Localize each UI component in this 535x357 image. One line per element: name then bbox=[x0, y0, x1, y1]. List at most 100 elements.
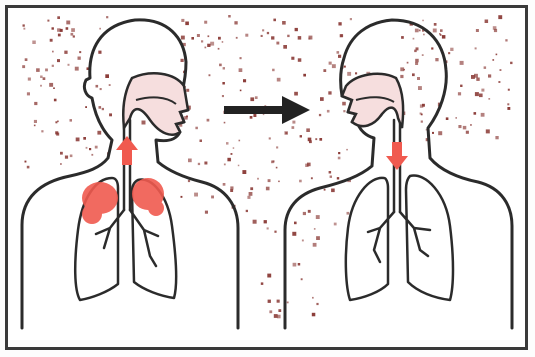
droplet bbox=[207, 44, 210, 47]
droplet bbox=[224, 122, 226, 124]
droplet bbox=[338, 152, 340, 154]
droplet bbox=[261, 282, 264, 285]
droplet bbox=[197, 34, 200, 37]
droplet bbox=[267, 274, 271, 278]
droplet bbox=[36, 68, 40, 72]
droplet bbox=[218, 37, 221, 40]
droplet bbox=[58, 34, 61, 37]
droplet bbox=[34, 102, 37, 105]
droplet bbox=[181, 36, 185, 40]
droplet bbox=[57, 59, 60, 62]
droplet bbox=[400, 67, 404, 71]
droplet bbox=[415, 59, 419, 63]
droplet bbox=[415, 62, 418, 65]
droplet bbox=[76, 138, 80, 142]
right-inhale-arrow bbox=[386, 142, 408, 170]
droplet bbox=[328, 91, 331, 94]
droplet bbox=[434, 23, 437, 26]
droplet bbox=[305, 164, 308, 167]
droplet bbox=[475, 92, 479, 96]
droplet bbox=[316, 215, 320, 219]
droplet bbox=[41, 130, 43, 132]
droplet bbox=[316, 236, 320, 240]
droplet bbox=[223, 183, 226, 186]
droplet bbox=[327, 110, 330, 113]
right-bronchi bbox=[368, 212, 430, 262]
droplet bbox=[313, 243, 317, 247]
droplet bbox=[49, 83, 53, 87]
droplet bbox=[240, 90, 242, 92]
droplet bbox=[293, 263, 297, 267]
droplet bbox=[309, 140, 312, 143]
droplet bbox=[64, 51, 67, 54]
droplet bbox=[343, 110, 345, 112]
droplet bbox=[55, 121, 57, 123]
droplet bbox=[291, 57, 294, 60]
droplet bbox=[422, 54, 424, 56]
droplet bbox=[239, 140, 241, 142]
droplet bbox=[331, 189, 335, 193]
droplet bbox=[109, 113, 112, 116]
droplet bbox=[481, 113, 485, 117]
droplet bbox=[142, 121, 146, 125]
droplet bbox=[492, 59, 494, 61]
droplet bbox=[91, 154, 93, 156]
droplet bbox=[253, 220, 257, 224]
droplet bbox=[89, 148, 91, 150]
droplet bbox=[302, 240, 304, 242]
droplet bbox=[60, 163, 62, 165]
droplet bbox=[249, 192, 253, 196]
droplet bbox=[463, 126, 467, 129]
droplet bbox=[312, 313, 316, 317]
droplet bbox=[338, 22, 341, 25]
droplet bbox=[200, 140, 203, 143]
droplet bbox=[70, 155, 73, 158]
droplet bbox=[340, 34, 343, 37]
droplet bbox=[475, 47, 477, 49]
droplet bbox=[420, 104, 423, 107]
droplet bbox=[346, 149, 348, 151]
droplet bbox=[417, 77, 420, 80]
droplet bbox=[431, 47, 433, 49]
droplet bbox=[245, 34, 248, 37]
droplet bbox=[308, 210, 311, 213]
droplet bbox=[247, 196, 250, 199]
droplet bbox=[274, 231, 276, 233]
droplet bbox=[66, 27, 69, 30]
droplet bbox=[287, 302, 289, 304]
droplet bbox=[311, 177, 313, 179]
droplet bbox=[98, 51, 101, 54]
right-lung-right bbox=[406, 176, 453, 300]
droplet bbox=[238, 165, 240, 167]
left-bronchi bbox=[96, 210, 158, 266]
droplet bbox=[181, 59, 184, 62]
droplet bbox=[401, 36, 404, 39]
droplet bbox=[422, 20, 424, 22]
droplet bbox=[25, 58, 28, 61]
droplet bbox=[211, 196, 214, 199]
droplet bbox=[295, 28, 298, 31]
droplet bbox=[253, 114, 256, 117]
droplet bbox=[484, 66, 487, 69]
droplet bbox=[233, 147, 235, 149]
droplet bbox=[474, 74, 478, 78]
droplet bbox=[438, 131, 442, 135]
droplet bbox=[240, 57, 242, 59]
droplet bbox=[301, 278, 303, 280]
droplet bbox=[186, 116, 188, 118]
droplet bbox=[458, 92, 461, 95]
droplet bbox=[418, 86, 422, 90]
right-person-outline bbox=[285, 20, 512, 328]
droplet bbox=[268, 179, 271, 182]
droplet bbox=[226, 142, 229, 145]
droplet bbox=[257, 178, 259, 180]
droplet bbox=[298, 58, 302, 62]
droplet bbox=[415, 29, 419, 33]
droplet bbox=[413, 38, 415, 40]
droplet bbox=[246, 210, 248, 212]
droplet bbox=[234, 21, 237, 24]
droplet bbox=[73, 35, 75, 37]
droplet bbox=[407, 62, 409, 64]
